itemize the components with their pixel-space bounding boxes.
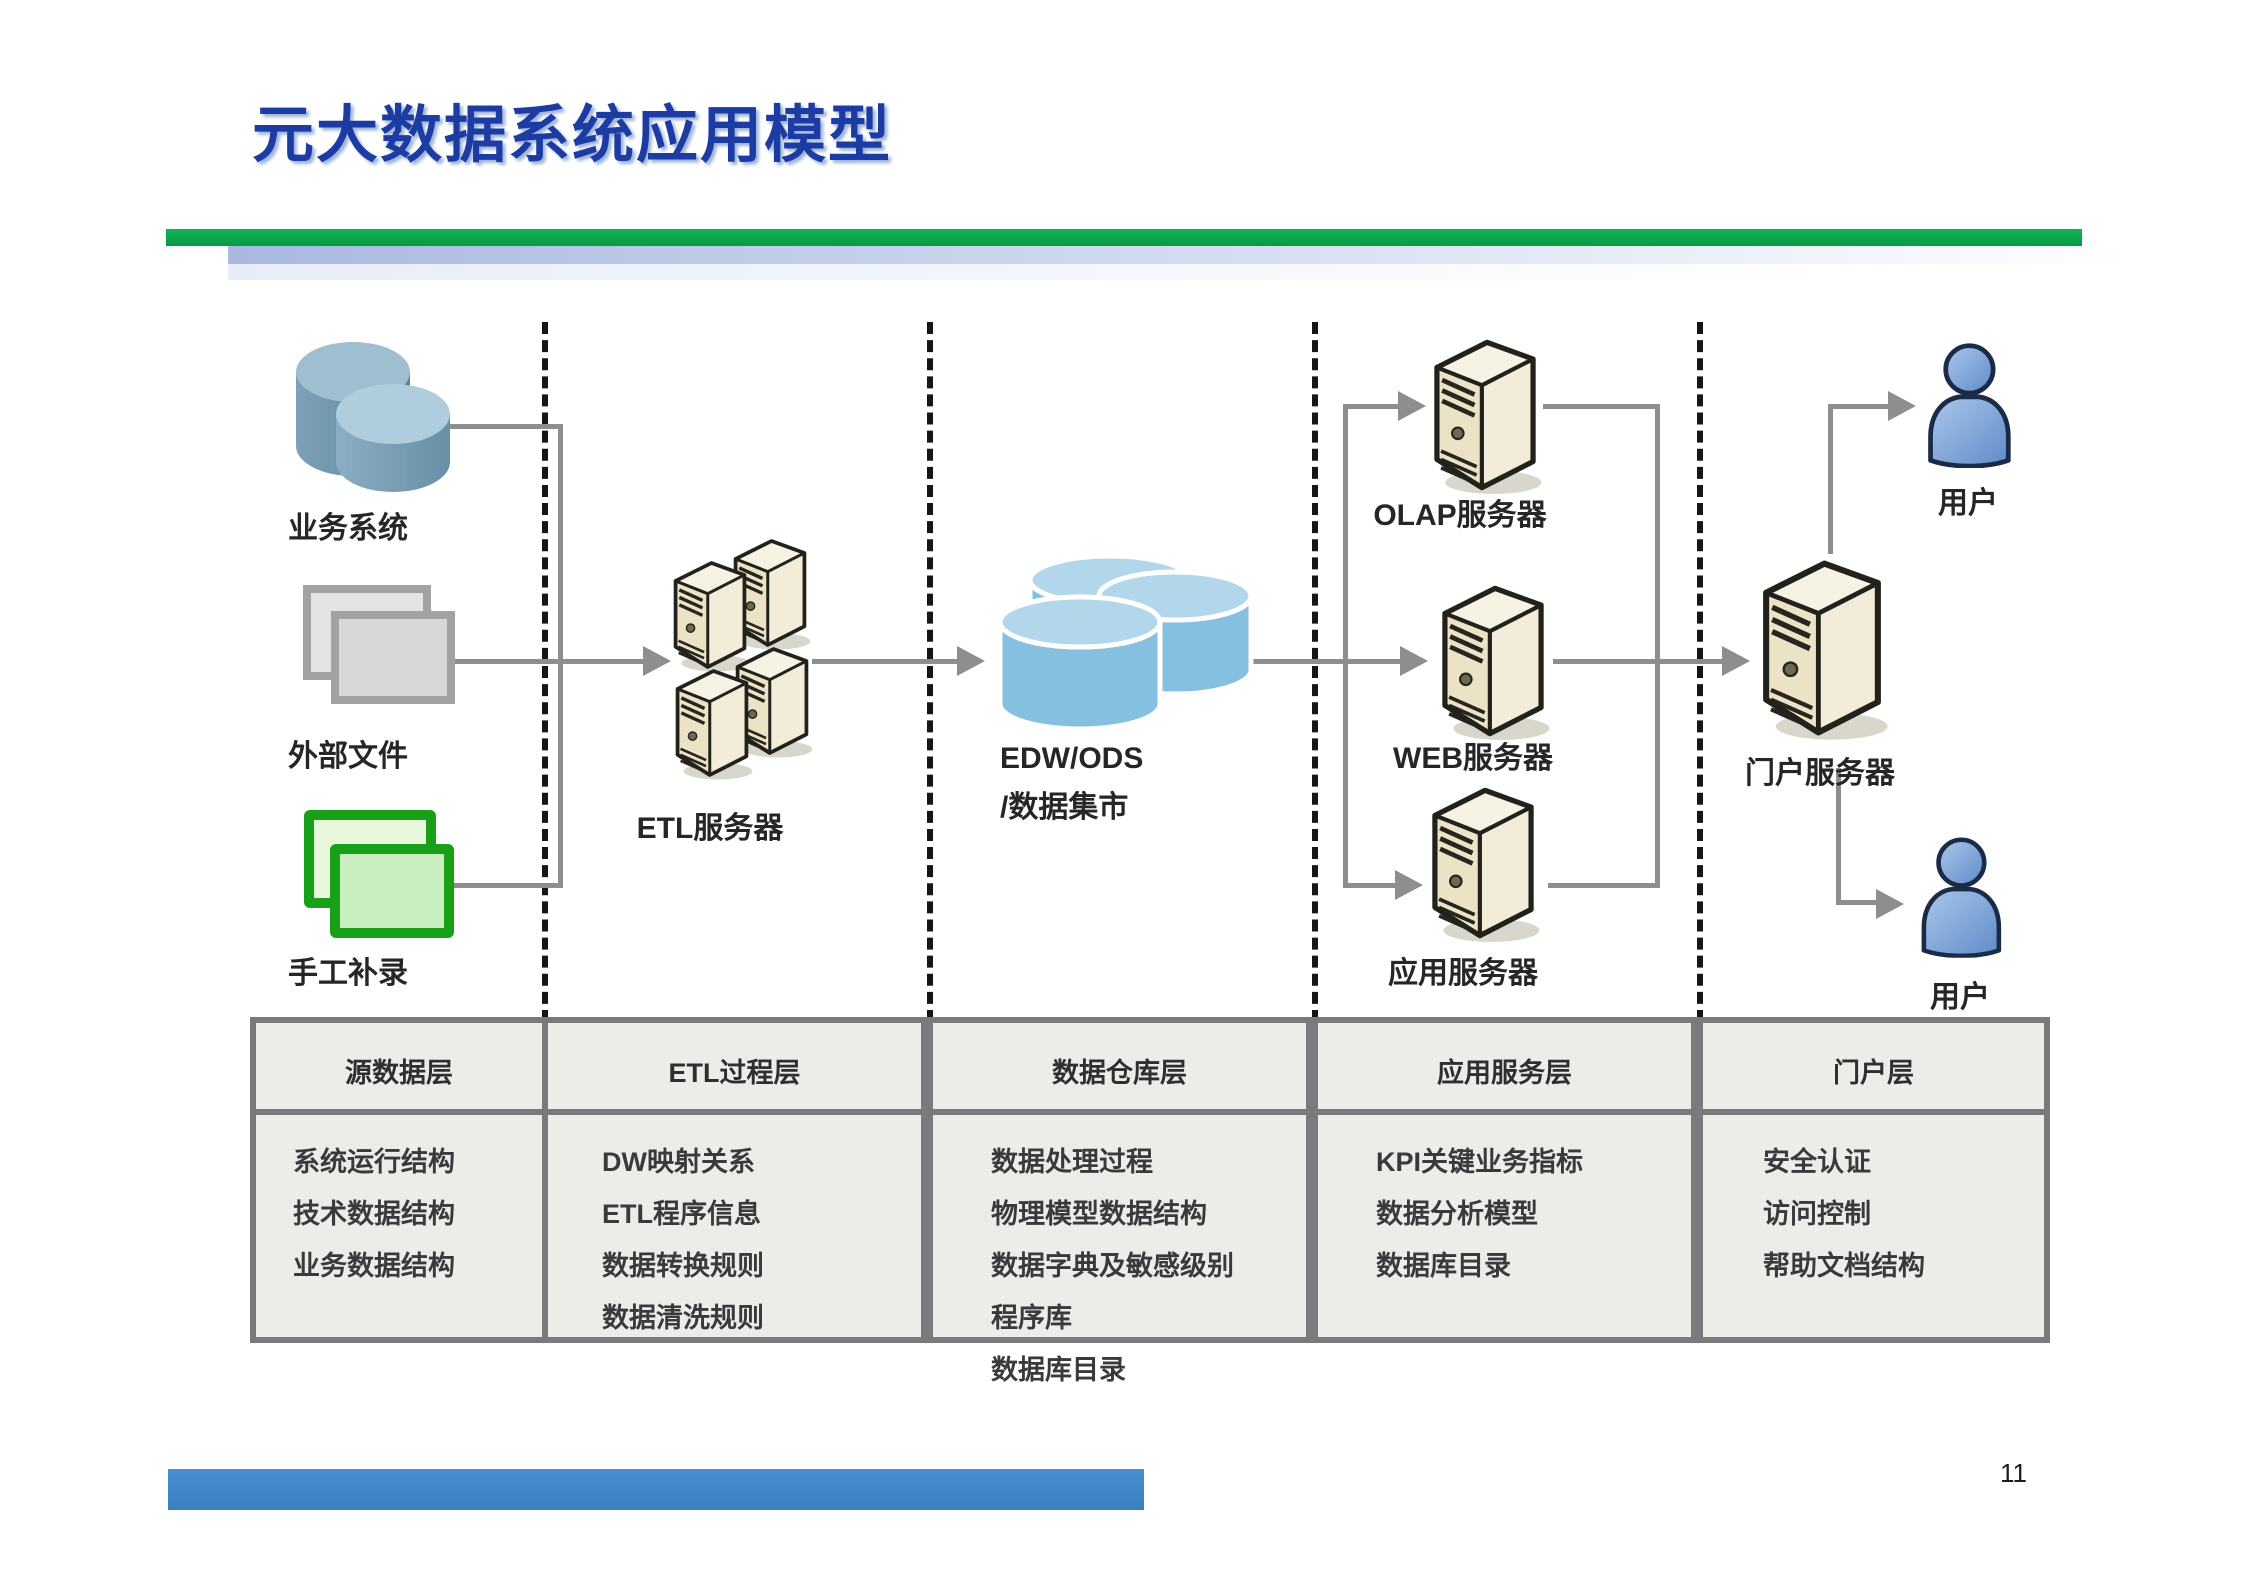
table-cell-item: ETL程序信息 (602, 1199, 761, 1229)
table-cell-item: 业务数据结构 (293, 1251, 455, 1281)
olap-server-label: OLAP服务器 (1373, 499, 1547, 532)
connector-to-portal (1655, 659, 1722, 664)
table-cell-item: KPI关键业务指标 (1376, 1147, 1584, 1177)
arrowhead-to-app (1395, 870, 1423, 900)
layer-divider-3 (1312, 322, 1318, 1022)
connector-files-to-etl (453, 659, 643, 664)
connector-app-out (1548, 883, 1655, 888)
table-body-warehouse-layer: 数据处理过程物理模型数据结构数据字典及敏感级别程序库数据库目录 (933, 1115, 1306, 1385)
arrowhead-to-edw (957, 646, 985, 676)
table-header-warehouse-layer: 数据仓库层 (933, 1023, 1306, 1109)
table-cell-item: 数据字典及敏感级别 (991, 1251, 1234, 1281)
connector-business-to-collector (445, 424, 563, 429)
edw-label-line2: /数据集市 (1000, 791, 1129, 824)
table-header-source-layer: 源数据层 (256, 1023, 542, 1109)
table-cell-item: 安全认证 (1763, 1147, 1871, 1177)
table-cell-item: 系统运行结构 (293, 1147, 455, 1177)
connector-to-olap (1345, 404, 1398, 409)
table-body-etl-layer: DW映射关系 ETL程序信息数据转换规则数据清洗规则 (548, 1115, 921, 1337)
edw-label-line1: EDW/ODS (1000, 742, 1144, 775)
connector-branch-right (1655, 404, 1660, 888)
table-header-appservice-layer: 应用服务层 (1318, 1023, 1691, 1109)
arrowhead-to-portal (1722, 646, 1750, 676)
portal-server-icon (1754, 548, 1890, 748)
table-cell-item: 数据清洗规则 (602, 1303, 764, 1333)
app-server-icon (1424, 782, 1542, 944)
layer-divider-2 (927, 322, 933, 1022)
connector-edw-out (1253, 659, 1345, 664)
connector-manual-to-collector (453, 883, 563, 888)
connector-web-out (1553, 659, 1655, 664)
header-silver-bar (228, 246, 2130, 264)
documents-green-icon (298, 808, 468, 938)
arrowhead-to-web (1400, 646, 1428, 676)
documents-icon (303, 585, 468, 710)
user-bottom-label: 用户 (1930, 981, 1990, 1014)
layer-divider-1 (542, 322, 548, 1022)
connector-portal-up (1828, 406, 1833, 554)
business-system-label: 业务系统 (288, 512, 408, 545)
table-header-portal-layer: 门户层 (1703, 1023, 2044, 1109)
table-header-etl-layer: ETL过程层 (548, 1023, 921, 1109)
footer-blue-bar (168, 1469, 1144, 1510)
portal-server-label: 门户服务器 (1745, 757, 1895, 790)
arrowhead-to-etl (643, 646, 671, 676)
app-server-label: 应用服务器 (1388, 957, 1538, 990)
edw-database-icon (997, 553, 1254, 732)
table-cell-item: 数据分析模型 (1376, 1199, 1538, 1229)
arrowhead-to-olap (1398, 391, 1426, 421)
connector-portal-down (1836, 768, 1841, 905)
table-body-portal-layer: 安全认证访问控制帮助文档结构 (1703, 1115, 2044, 1337)
table-cell-item: 数据库目录 (991, 1355, 1126, 1385)
header-silver-bar-fade (228, 264, 2130, 280)
connector-etl-to-edw (812, 659, 957, 664)
table-cell-item: 数据库目录 (1376, 1251, 1511, 1281)
arrowhead-to-user-bottom (1876, 889, 1904, 919)
user-top-icon (1918, 340, 2018, 468)
connector-to-web (1345, 659, 1400, 664)
etl-server-label: ETL服务器 (636, 812, 784, 845)
connector-to-user-bottom (1836, 900, 1876, 905)
table-body-source-layer: 系统运行结构技术数据结构业务数据结构 (256, 1115, 542, 1337)
database-cylinders-icon (296, 342, 450, 492)
connector-olap-out (1543, 404, 1657, 409)
connector-branch-left (1343, 404, 1348, 888)
connector-source-collector (558, 424, 563, 888)
table-cell-item: 数据转换规则 (602, 1251, 764, 1281)
user-top-label: 用户 (1938, 487, 1998, 520)
user-bottom-icon (1912, 834, 2008, 958)
page-number: 11 (2000, 1458, 2027, 1488)
table-cell-item: 程序库 (991, 1303, 1072, 1333)
web-server-label: WEB服务器 (1393, 742, 1553, 775)
table-cell-item: 技术数据结构 (293, 1199, 455, 1229)
table-cell-item: 数据处理过程 (991, 1147, 1153, 1177)
web-server-icon (1434, 580, 1552, 742)
layer-divider-4 (1697, 322, 1703, 1022)
table-cell-item: 物理模型数据结构 (991, 1199, 1207, 1229)
connector-to-app (1345, 883, 1395, 888)
arrowhead-to-user-top (1888, 391, 1916, 421)
table-body-appservice-layer: KPI关键业务指标数据分析模型数据库目录 (1318, 1115, 1691, 1337)
etl-server-icon (673, 539, 814, 781)
table-cell-item: DW映射关系 (602, 1147, 755, 1177)
connector-to-user-top (1828, 404, 1888, 409)
layers-table: 源数据层 ETL过程层 数据仓库层 应用服务层 门户层 系统运行结构技术数据结构… (250, 1017, 2050, 1385)
header-green-bar (166, 229, 2082, 246)
table-cell-item: 帮助文档结构 (1763, 1251, 1925, 1281)
table-cell-item: 访问控制 (1763, 1199, 1871, 1229)
olap-server-icon (1426, 334, 1544, 496)
manual-entry-label: 手工补录 (288, 957, 408, 990)
page-title: 元大数据系统应用模型 (252, 101, 893, 170)
external-files-label: 外部文件 (288, 740, 408, 773)
